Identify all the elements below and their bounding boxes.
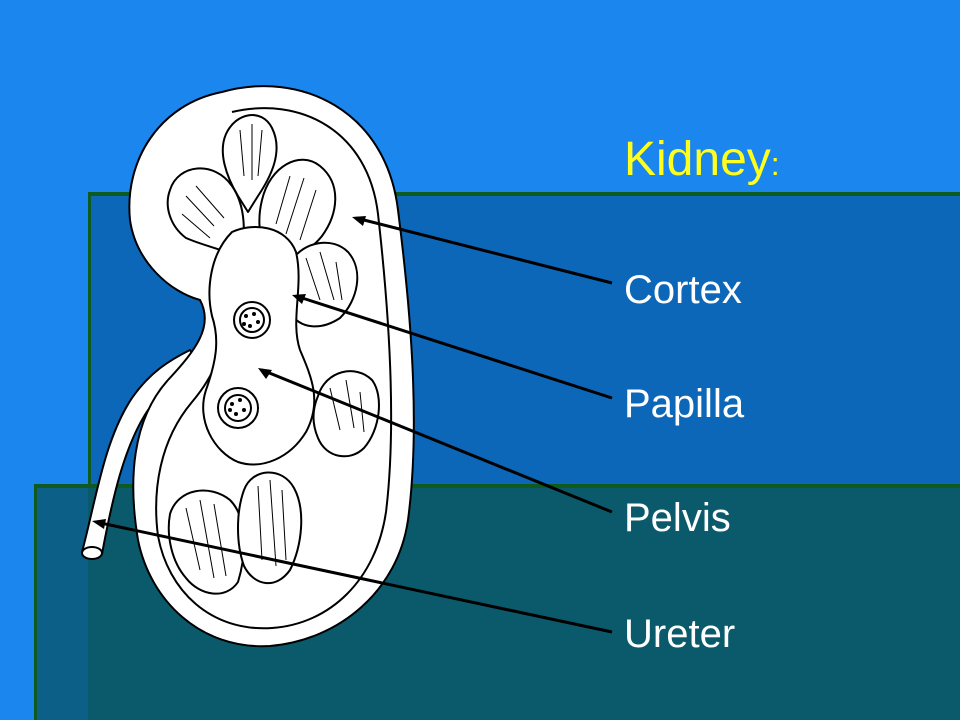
pointer-line-ureter [95,520,613,634]
label-pelvis: Pelvis [624,496,731,540]
vessel-section-lower [217,387,259,429]
kidney-cortex-inner [155,107,393,630]
vessel-section-upper-inner [239,307,265,333]
label-papilla: Papilla [624,382,745,426]
calyx-top-center [221,114,278,213]
pointer-line-papilla [295,294,613,400]
title-suffix: : [770,146,780,182]
title-text: Kidney [624,133,771,186]
diagram-title: Kidney: [624,132,780,187]
label-cortex: Cortex [624,268,742,312]
arrowhead-papilla [292,294,306,304]
calyx-bottom-right [237,471,303,585]
arrowhead-pelvis [258,368,272,379]
vessel-section-lower-inner [224,394,252,422]
pointer-line-cortex [355,216,613,285]
pointer-line-pelvis [261,368,613,514]
arrowhead-ureter [92,519,106,529]
renal-pelvis [202,225,316,466]
papilla-texture [181,124,365,579]
vessel-dots [228,312,260,416]
arrowhead-cortex [352,216,366,226]
label-ureter: Ureter [624,612,736,656]
calyx-right-lower [312,370,380,458]
ureter-opening [81,546,103,560]
